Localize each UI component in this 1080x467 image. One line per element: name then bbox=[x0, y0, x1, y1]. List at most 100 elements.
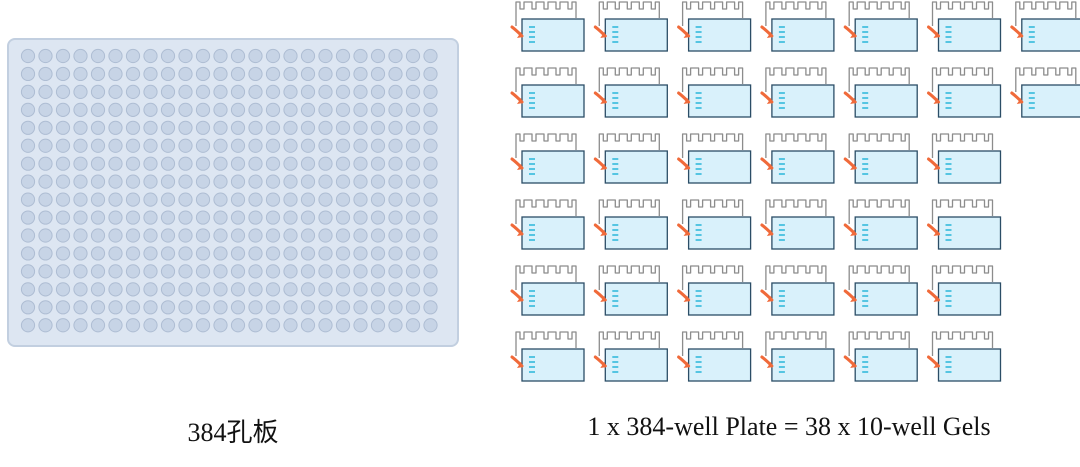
well bbox=[283, 228, 298, 243]
well bbox=[108, 228, 123, 243]
well bbox=[388, 66, 403, 82]
well bbox=[283, 138, 298, 153]
well bbox=[108, 66, 123, 82]
well bbox=[195, 282, 211, 297]
gel-icon bbox=[677, 265, 752, 316]
well bbox=[283, 84, 298, 100]
well bbox=[160, 192, 176, 207]
well bbox=[178, 282, 193, 297]
well bbox=[230, 300, 246, 315]
well bbox=[178, 174, 193, 189]
well bbox=[213, 174, 228, 189]
well bbox=[143, 210, 158, 225]
well bbox=[125, 300, 141, 315]
384-well-plate bbox=[7, 38, 459, 347]
well bbox=[73, 264, 88, 279]
well bbox=[195, 102, 211, 117]
well bbox=[370, 246, 386, 261]
well bbox=[73, 246, 88, 261]
well bbox=[265, 66, 281, 82]
well bbox=[265, 210, 281, 225]
gel-icon bbox=[760, 265, 835, 316]
well bbox=[388, 156, 403, 171]
well bbox=[248, 84, 263, 100]
well bbox=[265, 156, 281, 171]
well bbox=[265, 318, 281, 333]
well bbox=[90, 264, 106, 279]
well bbox=[213, 264, 228, 279]
well bbox=[195, 246, 211, 261]
well bbox=[195, 264, 211, 279]
well bbox=[73, 120, 88, 135]
well bbox=[38, 174, 53, 189]
well bbox=[265, 192, 281, 207]
well bbox=[230, 264, 246, 279]
well bbox=[405, 138, 421, 153]
well bbox=[90, 210, 106, 225]
well bbox=[300, 318, 316, 333]
well bbox=[248, 156, 263, 171]
well bbox=[353, 192, 368, 207]
well bbox=[353, 156, 368, 171]
well bbox=[160, 84, 176, 100]
well bbox=[55, 66, 71, 82]
well bbox=[318, 102, 333, 117]
well bbox=[370, 210, 386, 225]
well bbox=[423, 156, 438, 171]
well bbox=[353, 264, 368, 279]
well bbox=[108, 192, 123, 207]
well bbox=[213, 192, 228, 207]
well bbox=[370, 84, 386, 100]
well bbox=[405, 174, 421, 189]
well bbox=[283, 246, 298, 261]
well bbox=[318, 282, 333, 297]
well bbox=[213, 156, 228, 171]
well bbox=[370, 228, 386, 243]
well bbox=[335, 210, 351, 225]
well bbox=[55, 48, 71, 64]
well bbox=[248, 318, 263, 333]
well bbox=[20, 48, 36, 64]
gel-icon bbox=[760, 133, 835, 184]
well bbox=[20, 66, 36, 82]
gel-icon bbox=[843, 199, 918, 250]
well bbox=[143, 84, 158, 100]
well bbox=[108, 84, 123, 100]
well bbox=[405, 210, 421, 225]
well bbox=[90, 174, 106, 189]
well bbox=[38, 156, 53, 171]
well bbox=[230, 120, 246, 135]
gel-grid bbox=[510, 1, 1080, 382]
well bbox=[423, 228, 438, 243]
well bbox=[195, 48, 211, 64]
well bbox=[283, 318, 298, 333]
well bbox=[125, 84, 141, 100]
well bbox=[160, 228, 176, 243]
well bbox=[125, 246, 141, 261]
well bbox=[73, 102, 88, 117]
well bbox=[318, 84, 333, 100]
gel-icon bbox=[593, 265, 668, 316]
well bbox=[160, 48, 176, 64]
well bbox=[388, 138, 403, 153]
plate-caption: 384孔板 bbox=[187, 418, 279, 447]
well bbox=[20, 192, 36, 207]
well bbox=[178, 264, 193, 279]
well bbox=[318, 246, 333, 261]
well bbox=[195, 210, 211, 225]
well bbox=[423, 318, 438, 333]
well bbox=[230, 102, 246, 117]
well bbox=[248, 138, 263, 153]
gel-icon bbox=[593, 331, 668, 382]
well bbox=[405, 156, 421, 171]
gel-icon bbox=[843, 1, 918, 52]
well bbox=[213, 120, 228, 135]
gel-icon bbox=[593, 67, 668, 118]
well bbox=[248, 264, 263, 279]
well bbox=[213, 138, 228, 153]
well bbox=[230, 318, 246, 333]
well bbox=[178, 210, 193, 225]
well bbox=[370, 138, 386, 153]
well bbox=[195, 174, 211, 189]
well bbox=[353, 48, 368, 64]
